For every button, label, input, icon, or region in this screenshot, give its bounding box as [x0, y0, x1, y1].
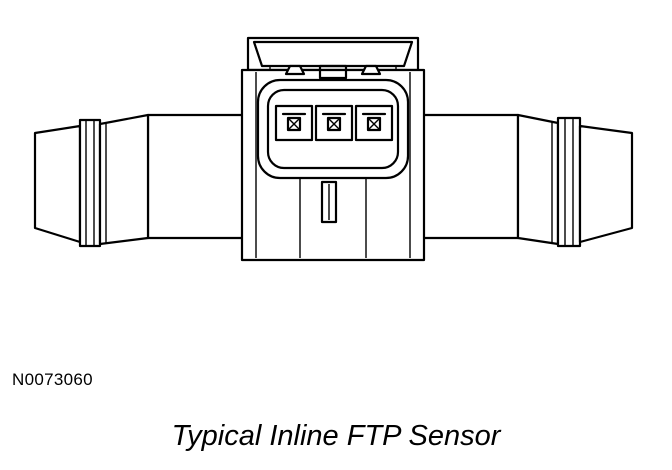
ftp-sensor-drawing [33, 36, 634, 262]
terminal-pin-1 [281, 112, 307, 132]
connector-latch [284, 64, 382, 80]
left-hose-barb [33, 113, 150, 248]
terminal-pin-3 [361, 112, 387, 132]
right-hose-barb [516, 113, 634, 248]
left-tube [146, 113, 250, 240]
figure-caption: Typical Inline FTP Sensor [171, 420, 501, 452]
connector-key [320, 180, 338, 224]
figure-id: N0073060 [12, 370, 93, 389]
right-tube [416, 113, 520, 240]
terminal-pin-2 [321, 112, 347, 132]
